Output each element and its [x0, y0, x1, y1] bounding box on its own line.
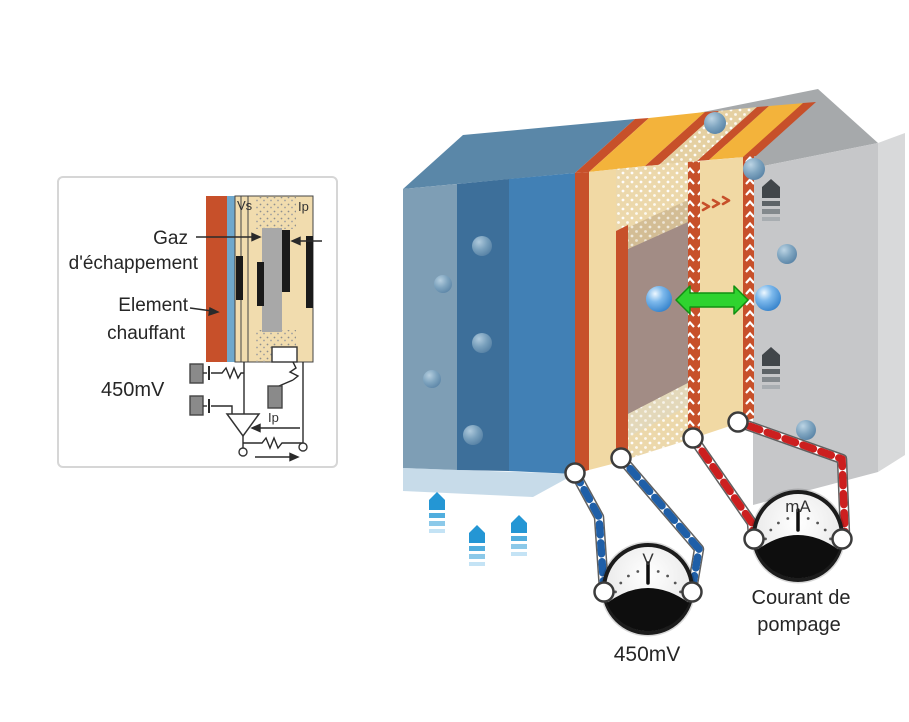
inset-electrodes: [236, 230, 313, 308]
inset-sensor-section: [189, 195, 322, 363]
inset-gaz-label-line1: Gaz: [153, 228, 188, 249]
voltmeter-wires: [569, 452, 705, 596]
ammeter-caption-line2: pompage: [757, 614, 840, 636]
oxygen-molecule-cavity: [646, 286, 672, 312]
inset-control-circuit: [189, 346, 308, 462]
inset-ip-label-bottom: Ip: [268, 410, 279, 425]
inset-pump-source: [267, 385, 283, 409]
ammeter-unit: mA: [785, 497, 811, 516]
oxygen-molecules-blue-block: [423, 236, 492, 445]
inset-heater-layer: [206, 196, 227, 362]
voltmeter: V: [593, 541, 703, 637]
sensor-stack-3d: V 450mV mA Courant de pompage: [403, 89, 905, 666]
inset-voltage-label: 450mV: [101, 379, 165, 401]
air-flow-arrows: [429, 492, 527, 566]
inset-opamp: [225, 413, 261, 438]
exhaust-flow-arrow-2: [762, 347, 780, 389]
inset-ip-label-top: Ip: [298, 199, 309, 214]
inset-element-label-line1: Element: [118, 295, 188, 316]
inset-gas-channel: [262, 228, 282, 332]
gas-flow-chevrons: [701, 195, 731, 212]
porous-layer-with-cavity: [616, 162, 688, 463]
layer-top-bands: [403, 102, 816, 189]
reference-air-block: [403, 173, 575, 497]
exhaust-flow-arrow-1: [762, 179, 780, 221]
ceramic-layers: [575, 156, 754, 474]
oxygen-molecules-exhaust: [704, 112, 816, 440]
electrode-terminals: [564, 411, 749, 484]
zirconia-layer-1: [589, 169, 616, 470]
inset-gaz-label-line2: d'échappement: [69, 253, 199, 274]
ammeter-wires: [687, 416, 851, 542]
inset-air-duct: [227, 196, 235, 362]
ammeter-caption-line1: Courant de: [752, 587, 851, 609]
inset-schematic: Gaz d'échappement Element chauffant 450m…: [57, 176, 338, 468]
inset-element-label-line2: chauffant: [107, 323, 186, 344]
oxygen-exchange-arrow: [675, 285, 749, 315]
inset-vs-label: Vs: [237, 198, 253, 213]
cavity-interior: [616, 222, 688, 420]
ammeter: mA: [743, 488, 853, 584]
voltmeter-unit: V: [642, 550, 654, 569]
diffusion-barrier-right: [743, 156, 754, 422]
voltmeter-caption: 450mV: [614, 643, 681, 666]
electrode-layer: [575, 172, 589, 474]
